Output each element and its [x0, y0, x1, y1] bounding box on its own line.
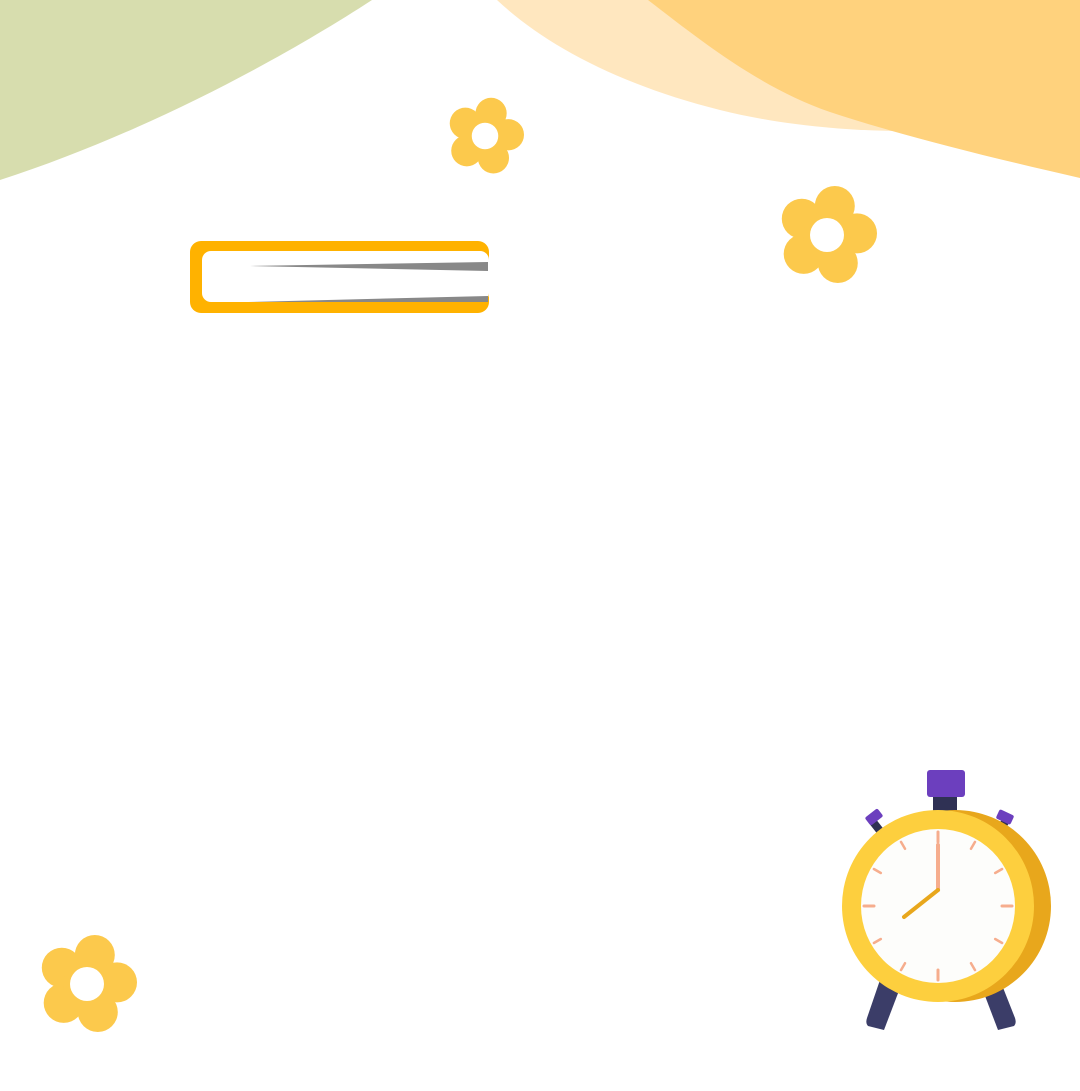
- title-frame: [190, 241, 489, 313]
- title-frame-inner: [202, 251, 489, 302]
- flower-center: [70, 967, 104, 1001]
- clock-tick: [969, 961, 977, 972]
- orange-blob: [648, 0, 1080, 178]
- clock-tick: [969, 840, 977, 851]
- flower-top-right: [781, 186, 877, 283]
- clock-tick: [899, 961, 907, 972]
- clock-tick: [872, 867, 883, 875]
- clock-hour-hand: [902, 888, 940, 919]
- clock-face: [861, 829, 1015, 983]
- title-frame-streak-top: [250, 262, 488, 271]
- clock-leg-left: [866, 980, 900, 1030]
- flower-center: [810, 218, 844, 252]
- clock-top-button: [927, 770, 965, 797]
- clock-tick: [993, 937, 1004, 945]
- title-frame-streak-bottom: [248, 296, 488, 302]
- clock-tick: [993, 867, 1004, 875]
- clock-tick: [872, 937, 883, 945]
- alarm-clock-icon: [842, 770, 1051, 1030]
- flower-bottom-left: [41, 935, 137, 1032]
- green-blob: [0, 0, 372, 180]
- clock-top-stem: [933, 795, 957, 815]
- clock-ticks: [862, 830, 1014, 982]
- flower-center: [471, 122, 499, 150]
- clock-tick: [899, 840, 907, 851]
- flower-top-center: [449, 97, 524, 174]
